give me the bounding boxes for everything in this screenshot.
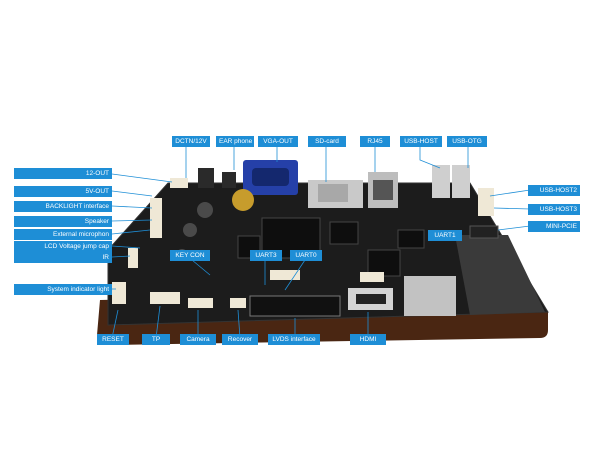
label-5v-out: 5V-OUT [14,186,112,197]
label-lvds: LVDS interface [268,334,320,345]
label-tp: TP [142,334,170,345]
label-usb-otg: USB-OTG [447,136,487,147]
mini-pcie-slot [469,225,499,239]
label-hdmi: HDMI [350,334,386,345]
label-recover: Recover [222,334,258,345]
connector-12v [170,178,188,188]
network-module [404,276,456,316]
usb-host-port [432,165,450,198]
label-usb-host: USB-HOST [400,136,442,147]
label-dc-in: DCTN/12V [172,136,210,147]
usb-otg-port [452,165,470,198]
label-reset: RESET [97,334,129,345]
label-sd-card: SD-card [308,136,346,147]
label-rj45: RJ45 [360,136,390,147]
usb-host2-connector [478,188,494,216]
label-usb-host2: USB-HOST2 [528,185,580,196]
mounting-plate [455,235,545,315]
label-mini-pcie: MINI-PCIE [528,221,580,232]
label-camera: Camera [180,334,216,345]
label-vga-out: VGA-OUT [258,136,298,147]
lvds-header [249,295,341,317]
label-uart1: UART1 [428,230,462,241]
label-usb-host3: USB-HOST3 [528,204,580,215]
indicator-light-connector [112,282,126,304]
label-12v-out: 12-OUT [14,168,112,179]
label-uart0: UART0 [290,250,322,261]
label-speaker: Speaker [14,216,112,227]
label-backlight: BACKLIGHT interface [14,201,112,212]
connector-stack-left [150,198,162,238]
label-earphone: EAR phone [216,136,254,147]
coin-battery [232,189,254,211]
label-key-con: KEY CON [170,250,210,261]
dc-jack [198,168,214,188]
label-system-light: System indicator light [14,284,112,295]
label-uart3: UART3 [250,250,282,261]
leader-lines [111,145,531,339]
label-ext-mic: External microphon [14,229,112,240]
earphone-jack [222,172,236,188]
label-ir: IR [14,252,112,263]
label-lcd-jumper: LCD Voltage jump cap [14,241,112,252]
